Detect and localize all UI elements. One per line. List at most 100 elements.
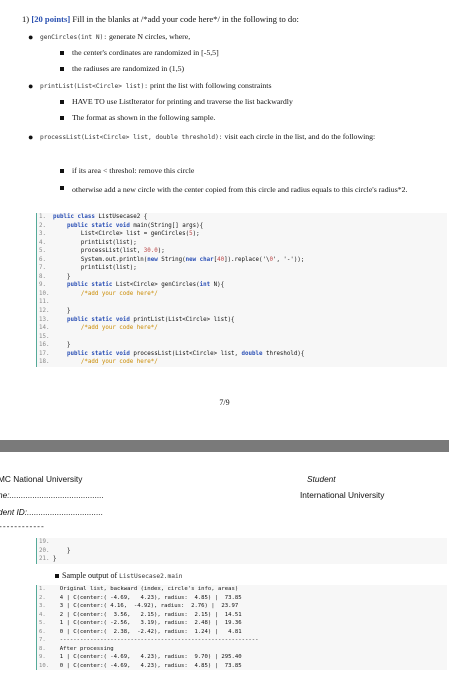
output-line: 4. 2 | C(center:( 3.56, 2.15), radius: 2… xyxy=(37,611,447,620)
line-text: 3 | C(center:( 4.16, -4.92), radius: 2.7… xyxy=(53,603,239,610)
code-line: 9. public static List<Circle> genCircles… xyxy=(37,281,447,290)
code-line: 17. public static void processList(List<… xyxy=(37,350,447,359)
code-line: 15. xyxy=(37,333,447,342)
sample-output-block: 1. Original list, backward (index, circl… xyxy=(36,585,447,671)
square-bullet xyxy=(60,51,64,55)
sub-item-text: if its area < threshol: remove this circ… xyxy=(72,166,195,175)
sub-item: the center's cordinates are randomized i… xyxy=(60,47,422,59)
code-line: 18. /*add your code here*/ xyxy=(37,358,447,367)
square-bullet xyxy=(60,100,64,104)
line-text: processList(list, 30.0); xyxy=(53,248,165,255)
line-number: 7. xyxy=(39,637,46,644)
line-number: 12. xyxy=(39,308,50,315)
item-code: genCircles(int N): xyxy=(40,34,108,41)
line-text: } xyxy=(53,547,71,554)
sub-item: the radiuses are randomized in (1,5) xyxy=(60,63,422,75)
code-line: 21.} xyxy=(37,555,447,564)
question-number: 1) xyxy=(22,14,30,24)
line-text: After processing xyxy=(53,645,114,652)
line-text: public class ListUsecase2 { xyxy=(53,214,148,220)
line-number: 2. xyxy=(39,222,46,229)
code-line: 3. List<Circle> list = genCircles(5); xyxy=(37,230,447,239)
line-number: 9. xyxy=(39,282,46,289)
line-number: 16. xyxy=(39,342,50,349)
square-bullet xyxy=(55,574,59,578)
code-line: 6. System.out.println(new String(new cha… xyxy=(37,256,447,265)
line-number: 4. xyxy=(39,611,46,618)
code-line: 1. public class ListUsecase2 { xyxy=(37,213,447,222)
sub-item-text: otherwise add a new circle with the cent… xyxy=(72,185,408,194)
output-line: 7. -------------------------------------… xyxy=(37,636,447,645)
line-number: 1. xyxy=(39,214,46,220)
line-text: } xyxy=(53,308,71,315)
sub-item: The format as shown in the following sam… xyxy=(60,112,422,124)
bullet-dot: ● xyxy=(28,32,34,42)
square-bullet xyxy=(60,116,64,120)
line-text: public static void processList(List<Circ… xyxy=(66,350,305,357)
item-text: visit each circle in the list, and do th… xyxy=(222,132,376,141)
item-code: processList(List<Circle> list, double th… xyxy=(40,134,223,141)
code-line: 14. /*add your code here*/ xyxy=(37,324,447,333)
output-line: 2. 4 | C(center:( -4.69, 4.23), radius: … xyxy=(37,594,447,603)
line-number: 20. xyxy=(39,547,50,554)
code-line: 7. printList(list); xyxy=(37,264,447,273)
code-line: 13. public static void printList(List<Ci… xyxy=(37,316,447,325)
line-text: /*add your code here*/ xyxy=(53,325,158,332)
line-number: 6. xyxy=(39,628,46,635)
line-text: List<Circle> list = genCircles(5); xyxy=(53,231,200,238)
code-line: 11. xyxy=(37,298,447,307)
output-line: 8. After processing xyxy=(37,645,447,654)
sub-item: HAVE TO use ListIterator for printing an… xyxy=(60,96,422,108)
item-text: generate N circles, where, xyxy=(107,32,191,41)
line-number: 3. xyxy=(39,603,46,610)
question-heading: 1) [20 points] Fill in the blanks at /*a… xyxy=(22,13,442,25)
line-number: 10. xyxy=(39,290,50,297)
line-number: 3. xyxy=(39,231,46,238)
output-line: 1. Original list, backward (index, circl… xyxy=(37,585,447,594)
line-text: public static List<Circle> genCircles(in… xyxy=(66,282,225,289)
code-line: 4. printList(list); xyxy=(37,239,447,248)
output-line: 3. 3 | C(center:( 4.16, -4.92), radius: … xyxy=(37,602,447,611)
line-number: 5. xyxy=(39,248,46,255)
code-line: 16. } xyxy=(37,341,447,350)
line-text: System.out.println(new String(new char[4… xyxy=(53,256,305,263)
sub-item-text: The format as shown in the following sam… xyxy=(72,113,216,122)
sub-item-text: HAVE TO use ListIterator for printing an… xyxy=(72,97,293,106)
university-name: International University xyxy=(300,490,385,500)
line-text: 2 | C(center:( 3.56, 2.15), radius: 2.15… xyxy=(53,611,242,618)
code-line: 12. } xyxy=(37,307,447,316)
line-number: 15. xyxy=(39,333,50,340)
bullet-item-processlist: ● processList(List<Circle> list, double … xyxy=(28,131,410,144)
line-number: 2. xyxy=(39,594,46,601)
question-text: Fill in the blanks at /*add your code he… xyxy=(70,14,299,24)
sub-item: otherwise add a new circle with the cent… xyxy=(60,182,417,198)
line-number: 8. xyxy=(39,645,46,652)
line-text: Original list, backward (index, circle's… xyxy=(53,586,239,592)
line-text: printList(list); xyxy=(53,265,137,272)
line-number: 6. xyxy=(39,256,46,263)
line-text: ----------------------------------------… xyxy=(53,637,259,644)
line-text: 0 | C(center:( 2.38, -2.42), radius: 1.2… xyxy=(53,628,242,635)
code-line: 19. xyxy=(37,538,447,547)
line-number: 11. xyxy=(39,299,50,306)
line-text: public static void printList(List<Circle… xyxy=(66,316,235,323)
bullet-dot: ● xyxy=(28,132,34,142)
bullet-dot: ● xyxy=(28,81,34,91)
output-line: 6. 0 | C(center:( 2.38, -2.42), radius: … xyxy=(37,628,447,637)
line-text: public static void main(String[] args){ xyxy=(66,222,204,229)
sample-code: ListUsecase2.main xyxy=(119,573,183,580)
line-number: 4. xyxy=(39,239,46,246)
square-bullet xyxy=(60,186,64,190)
code-block-continued: 19.20. }21.} xyxy=(36,538,447,564)
line-text: } xyxy=(53,342,71,349)
code-line: 10. /*add your code here*/ xyxy=(37,290,447,299)
points-label: [20 points] xyxy=(31,14,71,24)
line-number: 17. xyxy=(39,350,50,357)
line-number: 1. xyxy=(39,586,46,592)
item-text: print the list with following constraint… xyxy=(148,81,272,90)
code-line: 5. processList(list, 30.0); xyxy=(37,247,447,256)
line-number: 21. xyxy=(39,556,50,563)
line-text: } xyxy=(53,273,71,280)
sample-label: Sample output of xyxy=(62,571,120,580)
line-number: 5. xyxy=(39,620,46,627)
